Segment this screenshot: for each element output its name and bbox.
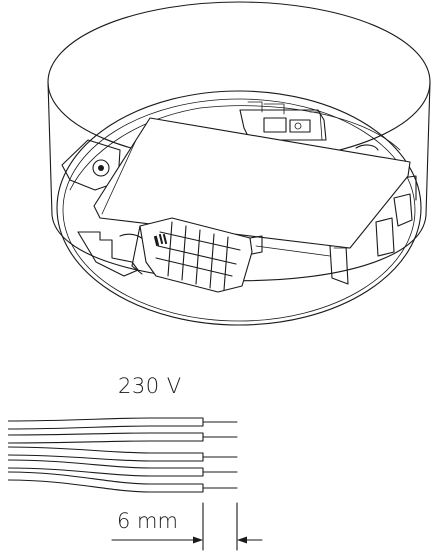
screw-icon bbox=[98, 165, 104, 171]
wire-bundle bbox=[7, 417, 238, 493]
wire-insulation bbox=[7, 446, 204, 462]
voltage-label: 230 V bbox=[118, 374, 182, 398]
contact-block bbox=[239, 109, 327, 141]
arrow-right-icon bbox=[193, 536, 203, 544]
strip-length-label: 6 mm bbox=[117, 509, 178, 533]
strip-length-dimension bbox=[111, 502, 263, 551]
wire-insulation bbox=[7, 417, 204, 430]
wire-insulation bbox=[7, 432, 204, 444]
housing-opening-outer bbox=[56, 90, 422, 326]
housing-left-side bbox=[47, 81, 53, 216]
right-clip bbox=[375, 217, 395, 257]
housing-opening-inner bbox=[62, 98, 416, 322]
arrow-left-icon bbox=[237, 536, 247, 544]
driver-board bbox=[93, 117, 411, 257]
housing-right-side bbox=[425, 81, 431, 216]
support-post bbox=[329, 245, 349, 285]
terminal-block bbox=[131, 217, 263, 293]
